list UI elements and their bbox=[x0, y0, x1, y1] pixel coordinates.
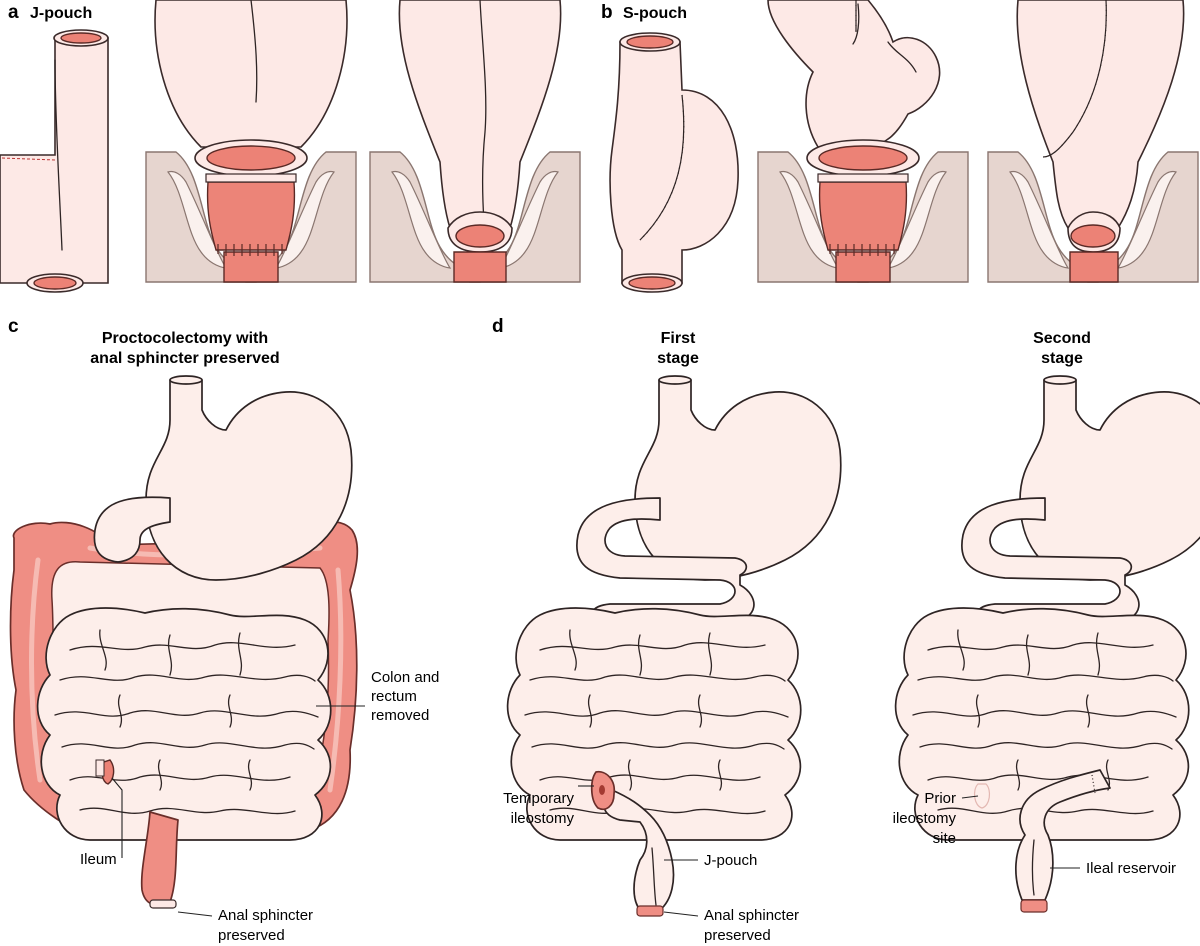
first-stage-line1: First bbox=[661, 330, 696, 347]
jpouch-tube-illustration bbox=[0, 30, 108, 292]
ileal-reservoir-label: Ileal reservoir bbox=[1086, 860, 1176, 877]
colon-label-line3: removed bbox=[371, 707, 429, 724]
panel-a-title: J-pouch bbox=[30, 5, 92, 22]
prior-label-line1: Prior bbox=[924, 790, 956, 807]
anal-c-leader-line bbox=[178, 912, 212, 916]
anal-c-label-line1: Anal sphincter bbox=[218, 907, 313, 924]
anal-c-label-line2: preserved bbox=[218, 927, 285, 944]
ileum-label: Ileum bbox=[80, 851, 117, 868]
spouch-illustration bbox=[610, 33, 738, 292]
colon-label-line1: Colon and bbox=[371, 669, 439, 686]
spouch-stage3-illustration bbox=[988, 0, 1198, 282]
panel-a-letter: a bbox=[8, 2, 19, 23]
prior-label-line3: site bbox=[933, 830, 956, 847]
jpouch-stage3-illustration bbox=[370, 0, 580, 282]
panel-b-letter: b bbox=[601, 2, 613, 23]
temp-label-line2: ileostomy bbox=[511, 810, 575, 827]
panel-b-title: S-pouch bbox=[623, 5, 687, 22]
panel-d-letter: d bbox=[492, 316, 504, 337]
second-stage-line2: stage bbox=[1041, 350, 1083, 367]
jpouch-stage2-illustration bbox=[146, 0, 356, 282]
first-stage-line2: stage bbox=[657, 350, 699, 367]
panel-c-title-line1: Proctocolectomy with bbox=[102, 330, 268, 347]
proctocolectomy-illustration bbox=[11, 376, 358, 908]
second-stage-line1: Second bbox=[1033, 330, 1091, 347]
anal-d-leader-line bbox=[664, 912, 698, 916]
panel-c-letter: c bbox=[8, 316, 19, 337]
spouch-stage2-illustration bbox=[758, 0, 968, 282]
colon-label-line2: rectum bbox=[371, 688, 417, 705]
first-stage-illustration bbox=[508, 376, 841, 916]
anal-d-label-line1: Anal sphincter bbox=[704, 907, 799, 924]
panel-c-title-line2: anal sphincter preserved bbox=[90, 350, 279, 367]
prior-label-line2: ileostomy bbox=[893, 810, 957, 827]
jpouch-label: J-pouch bbox=[704, 852, 757, 869]
temp-label-line1: Temporary bbox=[503, 790, 574, 807]
anal-d-label-line2: preserved bbox=[704, 927, 771, 944]
